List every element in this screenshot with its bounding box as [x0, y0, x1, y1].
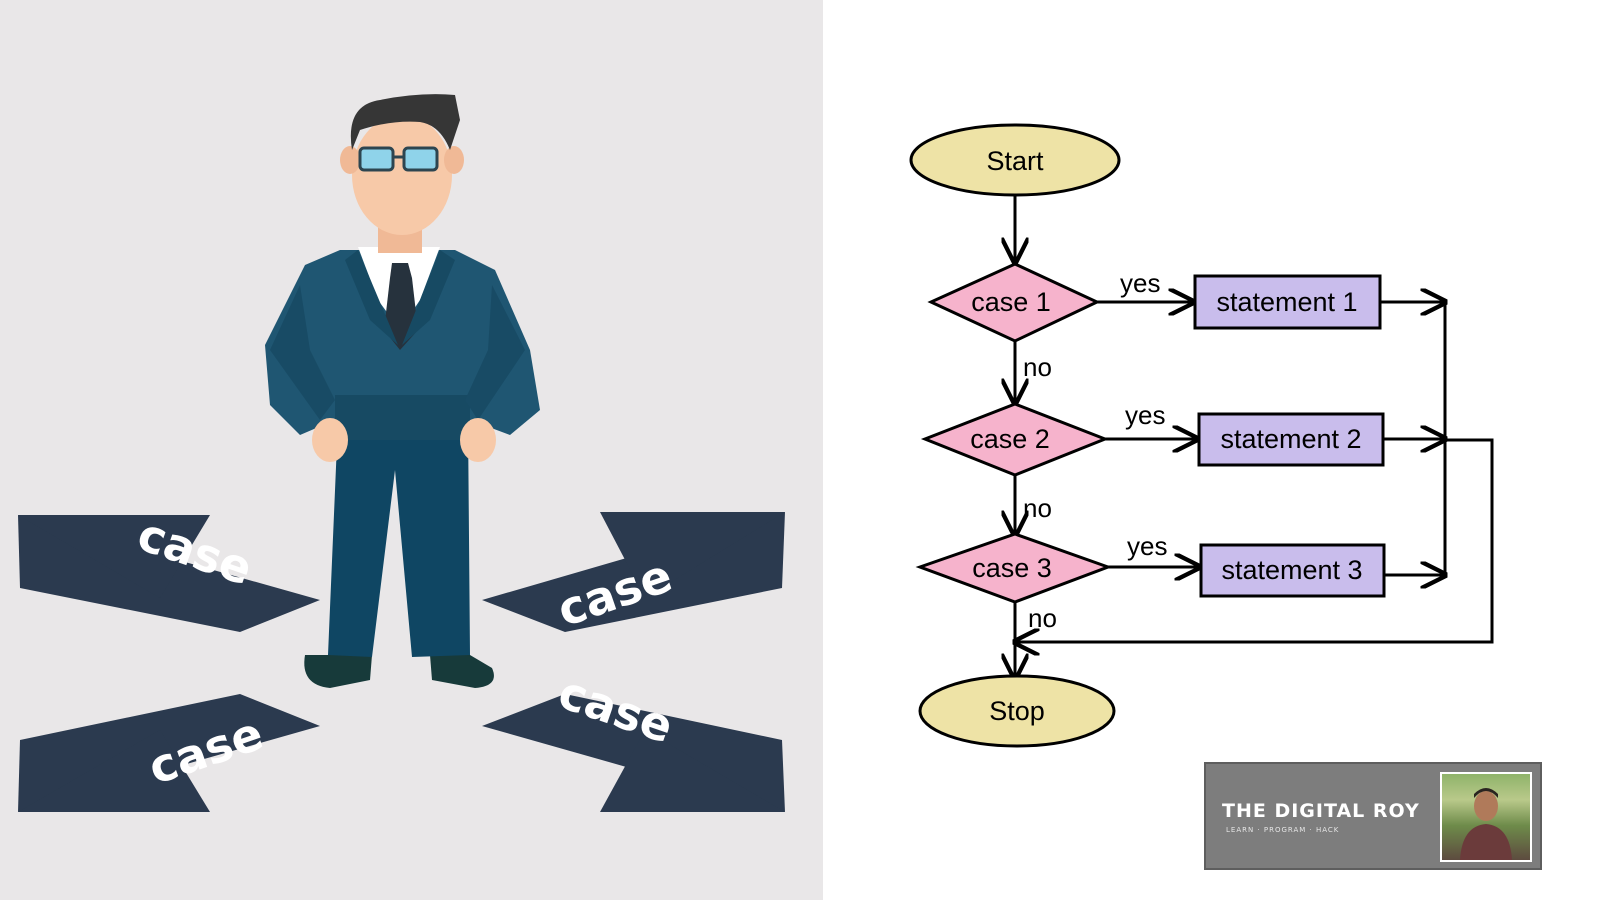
flowchart-connectors [1015, 196, 1494, 678]
process-statement1: statement 1 [1193, 274, 1382, 330]
node-start: Start [909, 123, 1121, 197]
edge-label-yes-1: yes [1120, 268, 1160, 298]
brand-logo: THE DIGITAL ROY LEARN · PROGRAM · HACK [1204, 762, 1542, 870]
businessman-figure [265, 94, 540, 688]
switch-case-flowchart: Start Stop case 1 case 2 case 3 statemen… [909, 123, 1494, 748]
process-statement2-label: statement 2 [1220, 424, 1361, 454]
process-statement2: statement 2 [1197, 412, 1385, 467]
brand-avatar-photo [1440, 772, 1532, 862]
node-stop-label: Stop [989, 696, 1045, 726]
decision-case2: case 2 [920, 402, 1110, 477]
businessman-crossroads-illustration: case case case case [18, 94, 785, 812]
arrow-down-right: case [482, 665, 785, 812]
edge-label-no-2: no [1023, 493, 1052, 523]
node-start-label: Start [986, 146, 1044, 176]
decision-case3: case 3 [915, 532, 1113, 604]
arrow-up-right: case [482, 512, 785, 637]
brand-tagline: LEARN · PROGRAM · HACK [1226, 826, 1340, 834]
decision-case1: case 1 [927, 262, 1101, 343]
arrow-up-left: case [18, 507, 320, 632]
decision-case2-label: case 2 [970, 424, 1050, 454]
edge-merge-stop [1015, 438, 1494, 642]
decision-case3-label: case 3 [972, 553, 1052, 583]
edge-label-yes-2: yes [1125, 400, 1165, 430]
arrow-down-left: case [18, 694, 320, 812]
arrow-label-up-right: case [551, 548, 679, 637]
illustration-panel: case case case case [0, 0, 823, 900]
edge-label-no-1: no [1023, 352, 1052, 382]
brand-name: THE DIGITAL ROY [1222, 800, 1420, 822]
decision-case1-label: case 1 [971, 287, 1051, 317]
process-statement1-label: statement 1 [1216, 287, 1357, 317]
avatar-person-silhouette [1460, 788, 1512, 860]
node-stop: Stop [918, 674, 1116, 748]
process-statement3: statement 3 [1199, 543, 1386, 598]
edge-label-no-3: no [1028, 603, 1057, 633]
edge-label-yes-3: yes [1127, 531, 1167, 561]
process-statement3-label: statement 3 [1221, 555, 1362, 585]
